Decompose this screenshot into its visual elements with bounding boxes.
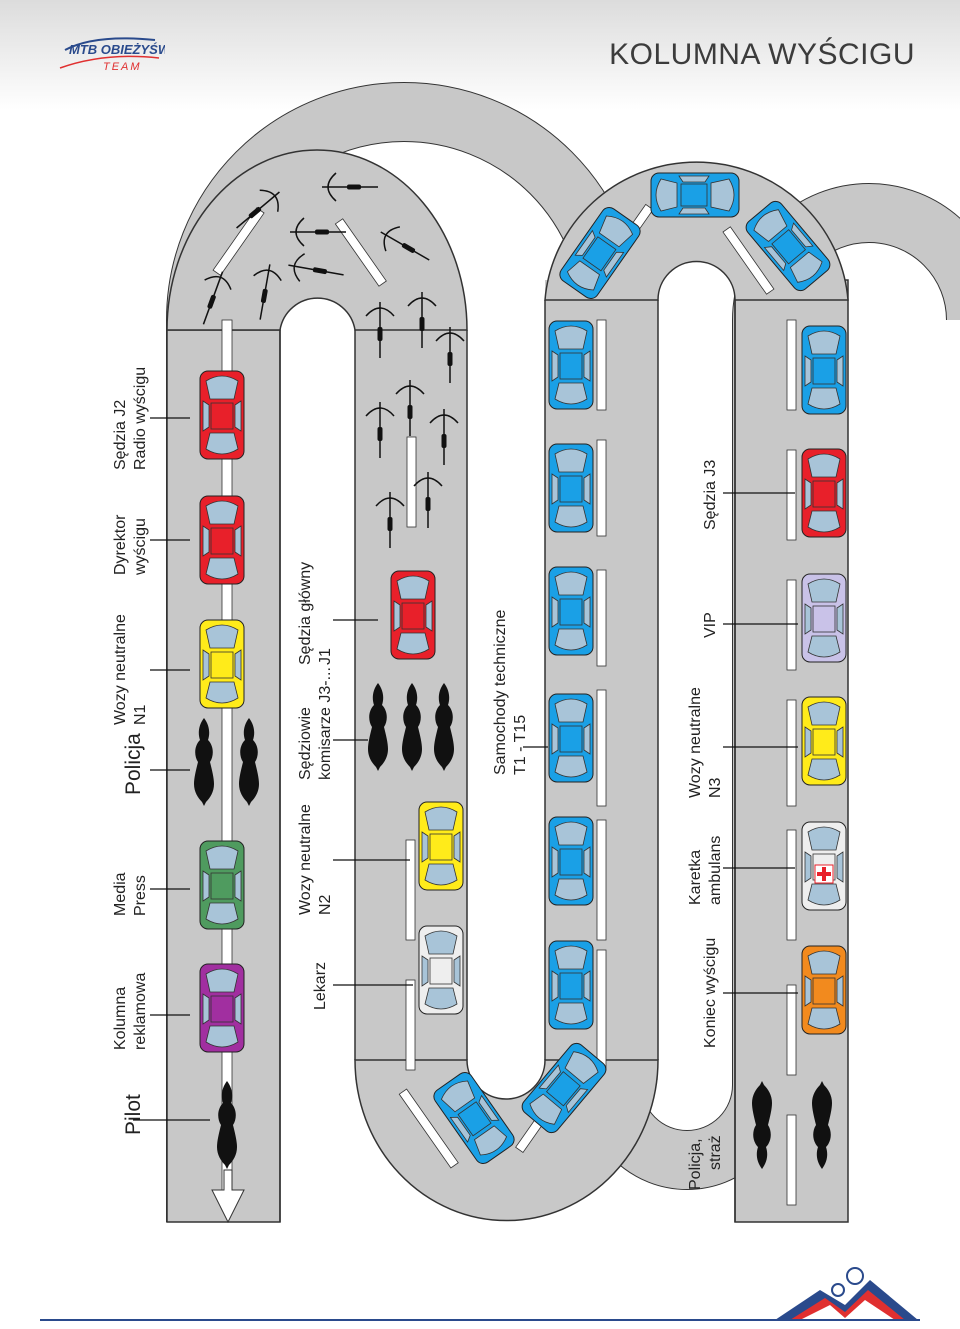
label-n1-1: Wozy neutralne	[112, 614, 129, 725]
label-straz-1: Policja,	[687, 1138, 704, 1190]
label-j3: Sędzia J3	[702, 460, 719, 530]
label-koniec: Koniec wyścigu	[702, 938, 719, 1048]
lane-marker	[334, 218, 387, 287]
lane-marker	[786, 579, 797, 671]
label-lekarz: Lekarz	[312, 962, 329, 1010]
lane-marker	[596, 319, 607, 411]
logo-mark-text: MTB OBIEŻYŚWIAT	[69, 42, 165, 57]
footer-rule	[40, 1319, 920, 1321]
lane-marker	[786, 699, 797, 807]
label-straz-2: straż	[707, 1135, 724, 1170]
lane-marker	[786, 319, 797, 411]
lane-marker	[398, 1088, 459, 1169]
lane-marker	[596, 819, 607, 941]
ambulance-cross-icon	[814, 864, 834, 884]
lane-marker	[596, 949, 607, 1071]
label-media-2: Press	[132, 875, 149, 916]
label-dyrektor-1: Dyrektor	[112, 514, 129, 575]
car-tech	[801, 325, 847, 415]
lane-marker	[786, 449, 797, 541]
car-sedzia-j3	[801, 448, 847, 538]
lane-marker	[406, 436, 417, 528]
label-sedziowie-1: Sędziowie	[297, 707, 314, 780]
label-karetka-1: Karetka	[687, 850, 704, 905]
mountain-cyclist-logo	[775, 1267, 918, 1320]
car-vip	[801, 573, 847, 663]
lane-marker	[596, 689, 607, 807]
label-dyrektor-2: wyścigu	[132, 518, 149, 576]
road-arc-top-right	[544, 161, 849, 301]
car-kolumna	[199, 963, 245, 1053]
lane-marker	[405, 839, 416, 941]
label-n3-2: N3	[707, 777, 724, 798]
label-glowny-1: Sędzia główny	[297, 562, 314, 665]
lane-marker	[786, 1114, 797, 1206]
lane-marker	[596, 439, 607, 537]
lane-marker	[405, 979, 416, 1071]
logo-team-text: TEAM	[103, 61, 142, 73]
label-n2-1: Wozy neutralne	[297, 804, 314, 915]
label-tech-2: T1 - T15	[512, 715, 529, 775]
label-karetka-2: ambulans	[707, 836, 724, 905]
lane-marker	[722, 226, 775, 295]
car-tech	[548, 320, 594, 410]
car-neutral-n1	[199, 619, 245, 709]
header-band	[0, 0, 960, 110]
lane-marker	[786, 984, 797, 1076]
car-media-press	[199, 840, 245, 930]
lane-marker	[786, 829, 797, 941]
direction-arrow-icon	[211, 1169, 245, 1224]
label-pilot: Pilot	[122, 1094, 145, 1135]
car-tech	[548, 443, 594, 533]
label-kolumna-2: reklamowa	[132, 973, 149, 1050]
label-j2-2: Radio wyścigu	[132, 367, 149, 470]
page-title: KOLUMNA WYŚCIGU	[609, 38, 915, 71]
car-sedzia-j2	[199, 370, 245, 460]
lane-marker	[596, 569, 607, 667]
label-glowny-2: J1	[317, 648, 334, 665]
leader-lines	[133, 417, 798, 1121]
label-kolumna-1: Kolumna	[112, 987, 129, 1050]
label-j2-1: Sędzia J2	[112, 400, 129, 470]
car-tech	[650, 172, 740, 218]
car-dyrektor	[199, 495, 245, 585]
car-lekarz	[418, 925, 464, 1015]
label-vip: VIP	[702, 612, 719, 638]
car-neutral-n2	[418, 801, 464, 891]
label-sedziowie-2: komisarze J3-...	[317, 667, 334, 780]
car-neutral-n3	[801, 696, 847, 786]
car-tech	[548, 816, 594, 906]
mtb-team-logo: MTB OBIEŻYŚWIAT TEAM	[59, 37, 165, 73]
label-n2-2: N2	[317, 894, 334, 915]
label-tech-1: Samochody techniczne	[492, 609, 509, 775]
label-policja: Policja	[122, 733, 145, 795]
road-arc-top-left	[166, 149, 468, 331]
car-tech	[548, 566, 594, 656]
car-tech	[548, 693, 594, 783]
car-tech	[548, 940, 594, 1030]
label-n3-1: Wozy neutralne	[687, 687, 704, 798]
car-koniec	[801, 945, 847, 1035]
label-n1-2: N1	[132, 704, 149, 725]
car-sedzia-glowny	[390, 570, 436, 660]
label-media-1: Media	[112, 872, 129, 916]
